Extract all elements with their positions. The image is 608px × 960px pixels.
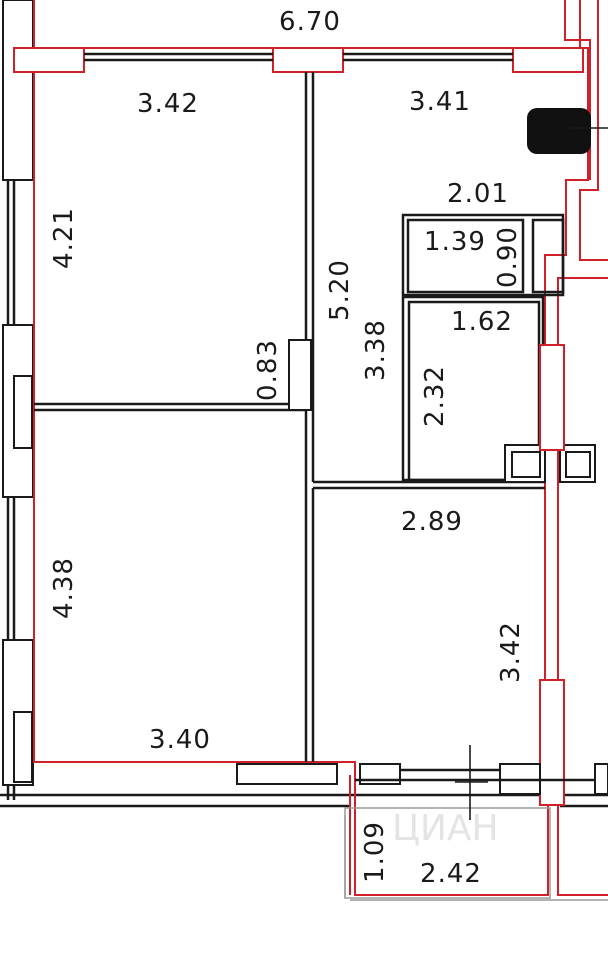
left-radiator-2 [13, 711, 33, 783]
dim-corridor-door: 0.83 [253, 339, 283, 401]
dim-top-width: 6.70 [279, 7, 341, 37]
dim-room-bottom-left-height: 4.38 [49, 557, 79, 619]
dim-closet-width: 1.39 [424, 227, 486, 257]
corridor-door-jamb [288, 339, 312, 411]
dim-kitchen-length: 3.42 [496, 621, 526, 683]
left-radiator-1 [13, 375, 33, 449]
dim-kitchen-width: 2.89 [401, 507, 463, 537]
dim-corridor-width: 3.38 [361, 319, 391, 381]
interior-walls [34, 72, 608, 806]
dim-bathroom-length: 2.32 [420, 365, 450, 427]
left-window-1 [2, 0, 34, 181]
dim-room-bottom-left-width: 3.40 [149, 725, 211, 755]
balcony [344, 745, 608, 901]
dim-corridor-length: 5.20 [325, 259, 355, 321]
watermark: ЦИАН [392, 808, 499, 849]
redacted-mark [527, 108, 591, 154]
dim-room-top-left-width: 3.42 [137, 89, 199, 119]
dim-closet-depth: 0.90 [493, 226, 523, 288]
dim-room-top-left-height: 4.21 [49, 207, 79, 269]
dim-bathroom-width: 1.62 [451, 307, 513, 337]
dim-balcony-depth: 1.09 [360, 821, 390, 883]
dimension-labels: 6.70 3.42 3.41 4.21 5.20 0.83 3.38 2.01 … [49, 7, 526, 889]
apartment-outline [33, 0, 608, 896]
dim-balcony-width: 2.42 [420, 859, 482, 889]
dim-bath-width: 2.01 [447, 179, 509, 209]
top-windows [13, 47, 584, 73]
dim-room-top-right-width: 3.41 [409, 87, 471, 117]
